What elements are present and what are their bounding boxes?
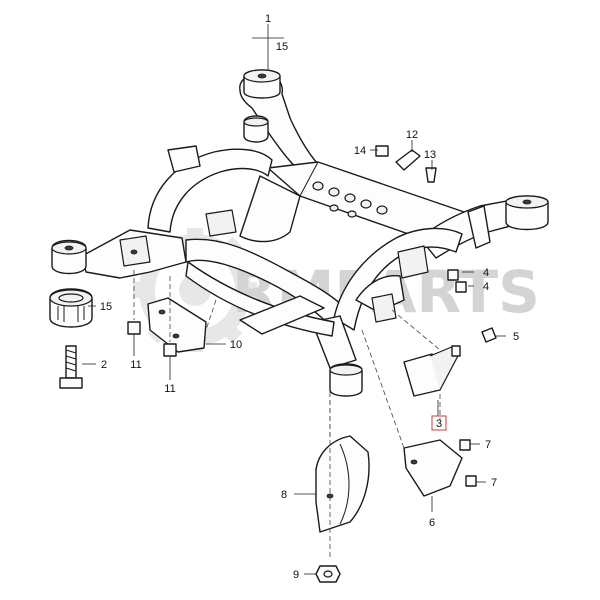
callout-3: 3 — [436, 418, 442, 430]
callout-8: 8 — [281, 489, 287, 501]
callout-2: 2 — [101, 359, 107, 371]
callout-labels: 1 15 12 14 13 4 4 5 3 15 2 10 11 11 7 7 … — [100, 13, 519, 581]
callout-10: 10 — [230, 339, 242, 351]
callout-3-highlight-box — [431, 415, 447, 431]
bolt-4b — [455, 281, 467, 293]
callout-4-upper: 4 — [483, 267, 489, 279]
sensor-bracket — [403, 439, 463, 497]
callout-12: 12 — [406, 129, 418, 141]
heat-shield — [315, 435, 370, 533]
level-sensor — [403, 345, 461, 397]
bolt-7a — [459, 439, 471, 451]
callout-7-lower: 7 — [491, 477, 497, 489]
bracket-plate — [147, 297, 207, 353]
bolt-14 — [375, 145, 389, 157]
clip-13 — [425, 167, 437, 183]
callout-11-left: 11 — [130, 359, 141, 371]
rear-subframe — [51, 69, 549, 397]
callout-3-highlighted: 3 — [431, 415, 447, 431]
leader-lines — [82, 24, 506, 575]
callout-6: 6 — [429, 517, 435, 529]
nut-5 — [481, 327, 497, 343]
callout-1: 1 — [265, 13, 271, 25]
bolt-7b — [465, 475, 477, 487]
nut-9 — [315, 565, 341, 583]
small-bolt-2 — [163, 343, 177, 357]
callout-15-bushing: 15 — [100, 301, 112, 313]
callout-4-lower: 4 — [483, 281, 489, 293]
callout-9: 9 — [293, 569, 299, 581]
small-bolt-1 — [127, 321, 141, 335]
callout-11-right: 11 — [164, 383, 175, 395]
callout-14: 14 — [354, 145, 366, 157]
callout-13: 13 — [424, 149, 436, 161]
small-bracket — [395, 149, 421, 171]
rubber-bushing — [49, 288, 93, 328]
beam-holes — [312, 181, 388, 218]
callout-5: 5 — [513, 331, 519, 343]
callout-15-top: 15 — [276, 41, 288, 53]
bolt-4a — [447, 269, 459, 281]
mounting-bolt — [59, 345, 83, 389]
callout-7-upper: 7 — [485, 439, 491, 451]
